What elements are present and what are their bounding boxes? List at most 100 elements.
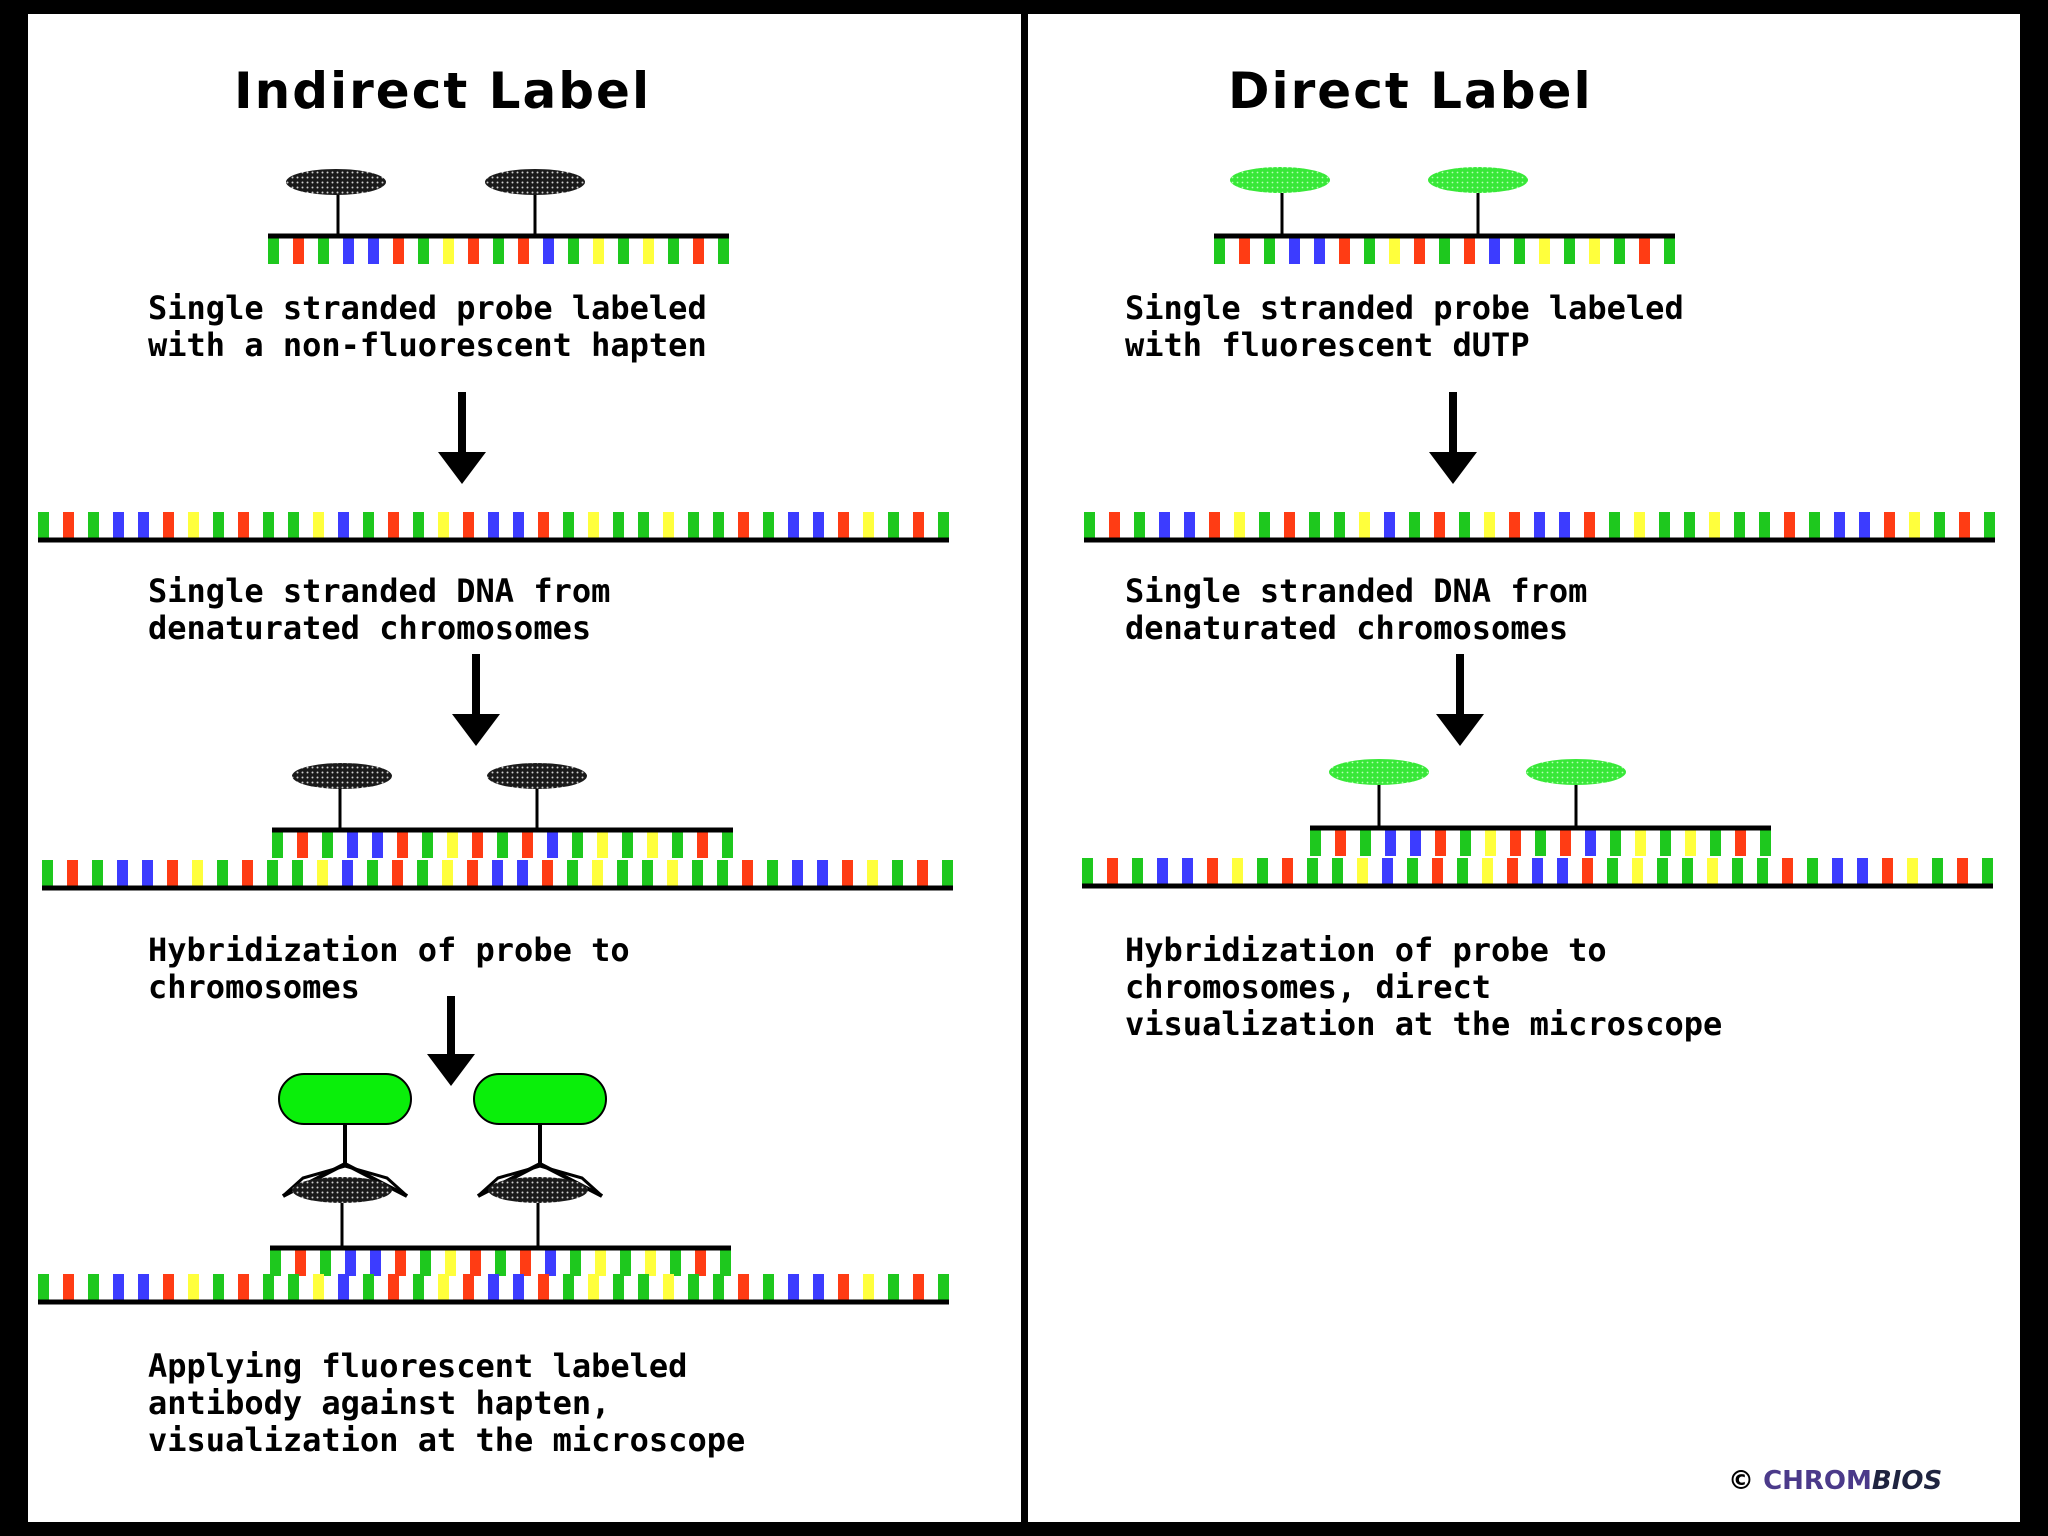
base-pair-bar — [345, 1248, 356, 1276]
base-pair-bar — [742, 860, 753, 888]
base-pair-bar — [1132, 858, 1143, 886]
caption-line: visualization at the microscope — [1125, 1005, 1723, 1043]
base-pair-bar — [722, 830, 733, 858]
base-pair-bar — [592, 860, 603, 888]
base-pair-bar — [338, 1274, 349, 1302]
base-pair-bar — [1557, 858, 1568, 886]
base-pair-bar — [738, 1274, 749, 1302]
base-pair-bar — [813, 1274, 824, 1302]
base-pair-bar — [570, 1248, 581, 1276]
base-pair-bar — [842, 860, 853, 888]
base-pair-bar — [567, 860, 578, 888]
base-pair-bar — [313, 1274, 324, 1302]
base-pair-bar — [917, 860, 928, 888]
base-pair-bar — [1635, 828, 1646, 856]
base-pair-bar — [1657, 858, 1668, 886]
base-pair-bar — [1460, 828, 1471, 856]
base-pair-bar — [463, 512, 474, 540]
base-pair-bar — [288, 512, 299, 540]
base-pair-bar — [1735, 828, 1746, 856]
base-pair-bar — [617, 860, 628, 888]
direct-arrow-1 — [1429, 392, 1477, 484]
base-pair-bar — [713, 1274, 724, 1302]
base-pair-bar — [1334, 512, 1345, 540]
base-pair-bar — [738, 512, 749, 540]
base-pair-bar — [38, 1274, 49, 1302]
base-pair-bar — [688, 1274, 699, 1302]
base-pair-bar — [1232, 858, 1243, 886]
base-pair-bar — [888, 1274, 899, 1302]
base-pair-bar — [1734, 512, 1745, 540]
strand-backbone — [38, 537, 949, 543]
base-pair-bar — [588, 512, 599, 540]
base-pair-bar — [422, 830, 433, 858]
caption-line: with fluorescent dUTP — [1125, 326, 1530, 364]
base-pair-bar — [1959, 512, 1970, 540]
panel-divider — [1021, 14, 1028, 1522]
base-pair-bar — [163, 512, 174, 540]
base-pair-bar — [1609, 512, 1620, 540]
indirect-probe — [268, 169, 729, 264]
base-pair-bar — [763, 512, 774, 540]
base-pair-bar — [1660, 828, 1671, 856]
base-pair-bar — [1389, 236, 1400, 264]
down-arrow-icon — [1436, 714, 1484, 746]
base-pair-bar — [518, 236, 529, 264]
base-pair-bar — [1882, 858, 1893, 886]
base-pair-bar — [1782, 858, 1793, 886]
caption-direct-target: Single stranded DNA from denaturated chr… — [1125, 573, 1587, 647]
base-pair-bar — [863, 1274, 874, 1302]
base-pair-bar — [517, 860, 528, 888]
base-pair-bar — [488, 512, 499, 540]
base-pair-bar — [1509, 512, 1520, 540]
base-pair-bar — [1834, 512, 1845, 540]
base-pair-bar — [217, 860, 228, 888]
base-pair-bar — [295, 1248, 306, 1276]
base-pair-bar — [1539, 236, 1550, 264]
caption-indirect-hybridization: Hybridization of probe to chromosomes — [148, 932, 630, 1006]
base-pair-bar — [418, 236, 429, 264]
base-pair-bar — [838, 1274, 849, 1302]
fluorophore-icon — [1329, 759, 1429, 785]
base-pair-bar — [1339, 236, 1350, 264]
base-pair-bar — [1710, 828, 1721, 856]
base-pair-bar — [393, 236, 404, 264]
base-pair-bar — [593, 236, 604, 264]
base-pair-bar — [167, 860, 178, 888]
base-pair-bar — [1335, 828, 1346, 856]
base-pair-bar — [672, 830, 683, 858]
direct-label-title: Direct Label — [1228, 62, 1593, 120]
base-pair-bar — [618, 236, 629, 264]
base-pair-bar — [1534, 512, 1545, 540]
base-pair-bar — [343, 236, 354, 264]
base-pair-bar — [447, 830, 458, 858]
base-pair-bar — [1357, 858, 1368, 886]
base-pair-bar — [638, 512, 649, 540]
base-pair-bar — [688, 512, 699, 540]
base-pair-bar — [88, 512, 99, 540]
base-pair-bar — [318, 236, 329, 264]
base-pair-bar — [1314, 236, 1325, 264]
base-pair-bar — [67, 860, 78, 888]
base-pair-bar — [595, 1248, 606, 1276]
strand-backbone — [1310, 825, 1771, 831]
base-pair-bar — [1859, 512, 1870, 540]
base-pair-bar — [138, 512, 149, 540]
base-pair-bar — [442, 860, 453, 888]
arrow-shaft — [472, 654, 480, 718]
caption-line: with a non-fluorescent hapten — [148, 326, 707, 364]
down-arrow-icon — [1429, 452, 1477, 484]
base-pair-bar — [1434, 512, 1445, 540]
base-pair-bar — [1459, 512, 1470, 540]
base-pair-bar — [1485, 828, 1496, 856]
indirect-arrow-1 — [438, 392, 486, 484]
caption-line: Single stranded probe labeled — [148, 289, 707, 327]
base-pair-bar — [88, 1274, 99, 1302]
strand-backbone — [1082, 883, 1993, 889]
base-pair-bar — [1659, 512, 1670, 540]
base-pair-bar — [543, 236, 554, 264]
base-pair-bar — [1535, 828, 1546, 856]
base-pair-bar — [767, 860, 778, 888]
base-pair-bar — [388, 512, 399, 540]
base-pair-bar — [468, 236, 479, 264]
